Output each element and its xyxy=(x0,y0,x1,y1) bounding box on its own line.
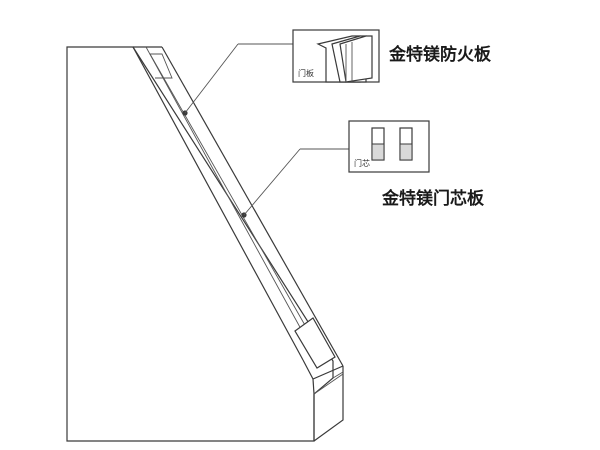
fire-board-inset: 门板 xyxy=(292,29,380,83)
core-board-panels-icon xyxy=(371,127,413,161)
core-board-inset: 门芯 xyxy=(348,120,430,173)
core-board-leader xyxy=(241,148,349,218)
door-slab xyxy=(66,46,334,442)
door-side-face xyxy=(313,373,344,441)
door-cut-edge xyxy=(132,46,344,367)
core-board-inset-label: 门芯 xyxy=(354,158,370,168)
fire-board-leader xyxy=(182,43,293,116)
door-bottom-pocket xyxy=(294,317,344,442)
core-board-title: 金特镁门芯板 xyxy=(381,188,485,209)
fire-board-inset-label: 门板 xyxy=(298,68,314,78)
fire-board-layers-icon xyxy=(316,35,373,83)
fire-board-title: 金特镁防火板 xyxy=(388,44,492,65)
